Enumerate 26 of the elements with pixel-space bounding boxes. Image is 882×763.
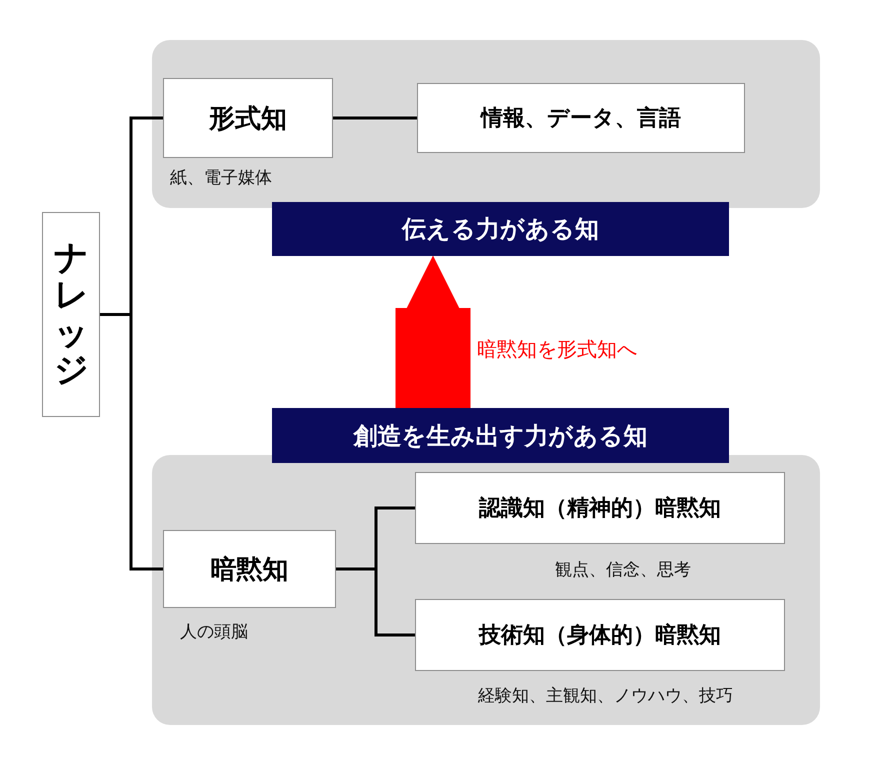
node-caption: 人の頭脳	[180, 621, 248, 643]
text-box	[417, 83, 745, 153]
panel-background	[152, 455, 820, 725]
node-label: 創造を生み出す力がある知	[354, 420, 648, 452]
node-caption: 紙、電子媒体	[170, 167, 272, 189]
connector-line	[100, 313, 163, 570]
text-box	[415, 472, 785, 544]
node-label: 認識知（精神的）暗黙知	[479, 495, 721, 523]
node-label: 技術知（身体的）暗黙知	[479, 622, 721, 650]
node-label: 情報、データ、言語	[481, 104, 681, 133]
node-caption: 観点、信念、思考	[555, 559, 691, 581]
text-box	[163, 530, 336, 608]
arrow	[396, 256, 470, 408]
connector-line	[333, 116, 417, 120]
text-box	[42, 212, 100, 417]
panel-background	[152, 40, 820, 208]
node-caption: 経験知、主観知、ノウハウ、技巧	[478, 685, 733, 707]
node-label: ナレッジ	[54, 240, 88, 390]
node-label: 暗黙知	[210, 554, 288, 586]
connector-line	[336, 568, 415, 636]
text-box	[163, 78, 333, 158]
node-label: 形式知	[209, 102, 287, 136]
heading-band	[272, 202, 729, 256]
text-box	[415, 599, 785, 671]
node-label: 伝える力がある知	[402, 214, 599, 245]
heading-band	[272, 408, 729, 463]
